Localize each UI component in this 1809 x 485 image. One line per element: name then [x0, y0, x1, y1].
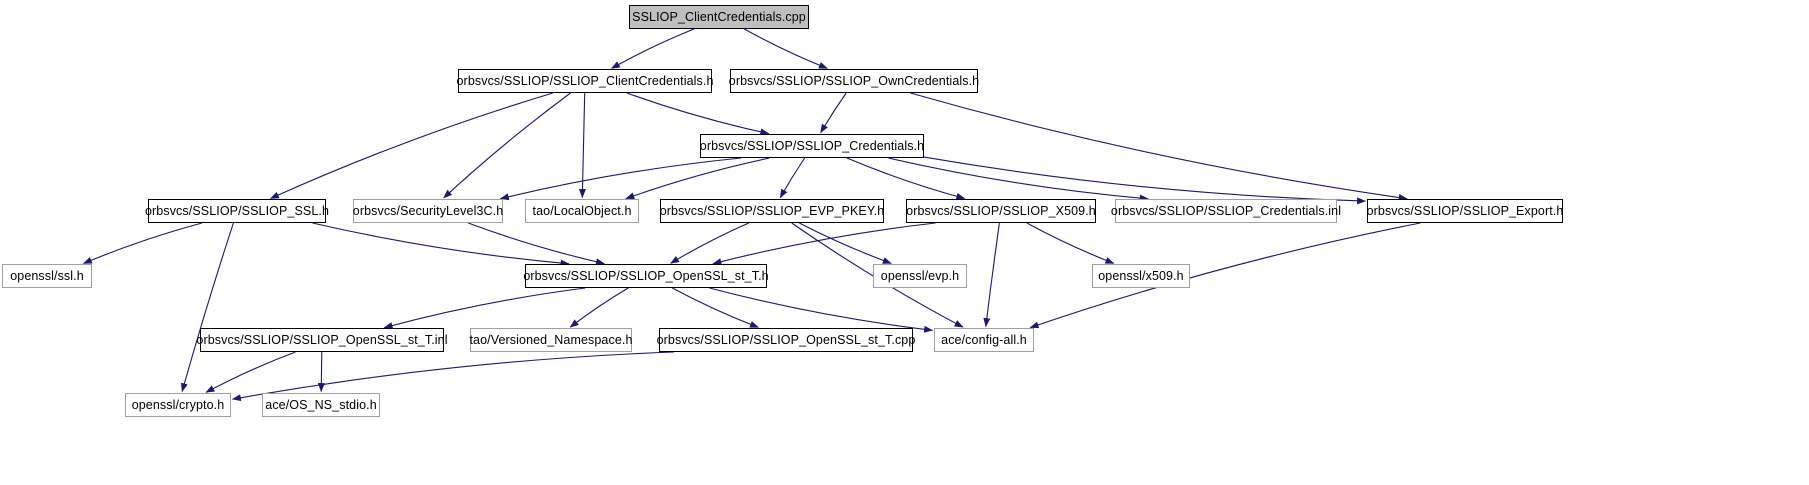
graph-node[interactable]: orbsvcs/SSLIOP/SSLIOP_ClientCredentials.…: [457, 69, 713, 93]
graph-edge: [312, 222, 570, 267]
graph-node[interactable]: orbsvcs/SSLIOP/SSLIOP_OpenSSL_st_T.inl: [196, 328, 447, 352]
graph-edge: [625, 157, 770, 200]
graph-node[interactable]: openssl/crypto.h: [125, 393, 231, 417]
graph-edge: [205, 351, 296, 393]
graph-edge: [499, 157, 742, 201]
graph-edge: [670, 222, 749, 264]
graph-edge: [626, 92, 770, 136]
graph-node[interactable]: orbsvcs/SSLIOP/SSLIOP_Credentials.h: [700, 134, 924, 158]
graph-node[interactable]: orbsvcs/SSLIOP/SSLIOP_Credentials.inl: [1111, 199, 1341, 223]
graph-node[interactable]: orbsvcs/SSLIOP/SSLIOP_SSL.h: [145, 199, 329, 223]
graph-edge: [569, 287, 629, 328]
graph-node[interactable]: tao/LocalObject.h: [525, 199, 639, 223]
graph-node[interactable]: ace/OS_NS_stdio.h: [262, 393, 380, 417]
graph-node[interactable]: openssl/x509.h: [1092, 264, 1190, 288]
graph-edge: [1026, 222, 1115, 264]
graph-edge: [910, 92, 1408, 201]
graph-edge: [578, 92, 586, 199]
graph-edge: [744, 28, 828, 69]
graph-edge: [468, 222, 605, 266]
graph-node[interactable]: ace/config-all.h: [934, 328, 1034, 352]
graph-edge: [269, 92, 554, 200]
graph-node[interactable]: orbsvcs/SSLIOP/SSLIOP_OpenSSL_st_T.h: [523, 264, 769, 288]
graph-edge: [383, 287, 586, 329]
graph-edge: [317, 351, 325, 393]
graph-edge: [846, 157, 966, 200]
graph-node[interactable]: openssl/ssl.h: [2, 264, 92, 288]
graph-node[interactable]: orbsvcs/SSLIOP/SSLIOP_Export.h: [1367, 199, 1563, 223]
graph-edge: [610, 28, 695, 69]
graph-edge: [82, 222, 203, 265]
graph-edge: [443, 92, 571, 199]
graph-node[interactable]: orbsvcs/SSLIOP/SSLIOP_OwnCredentials.h: [729, 69, 979, 93]
graph-edge: [983, 222, 1000, 328]
graph-node[interactable]: orbsvcs/SSLIOP/SSLIOP_OpenSSL_st_T.cpp: [657, 328, 915, 352]
graph-edge: [888, 157, 1149, 202]
graph-node[interactable]: orbsvcs/SSLIOP/SSLIOP_EVP_PKEY.h: [660, 199, 884, 223]
graph-node[interactable]: orbsvcs/SSLIOP/SSLIOP_X509.h: [906, 199, 1096, 223]
graph-edge: [799, 222, 892, 264]
graph-node[interactable]: tao/Versioned_Namespace.h: [469, 328, 632, 352]
graph-edge: [923, 156, 1367, 205]
graph-edge: [181, 222, 234, 393]
graph-edge: [672, 287, 759, 328]
graph-node[interactable]: orbsvcs/SecurityLevel3C.h: [353, 199, 503, 223]
graph-edge: [712, 222, 936, 266]
graph-edge: [779, 157, 806, 199]
graph-edge: [820, 92, 847, 134]
graph-node[interactable]: openssl/evp.h: [873, 264, 967, 288]
graph-edge: [1029, 222, 1421, 329]
graph-edge: [709, 287, 934, 333]
graph-node-root: SSLIOP_ClientCredentials.cpp: [629, 5, 809, 29]
